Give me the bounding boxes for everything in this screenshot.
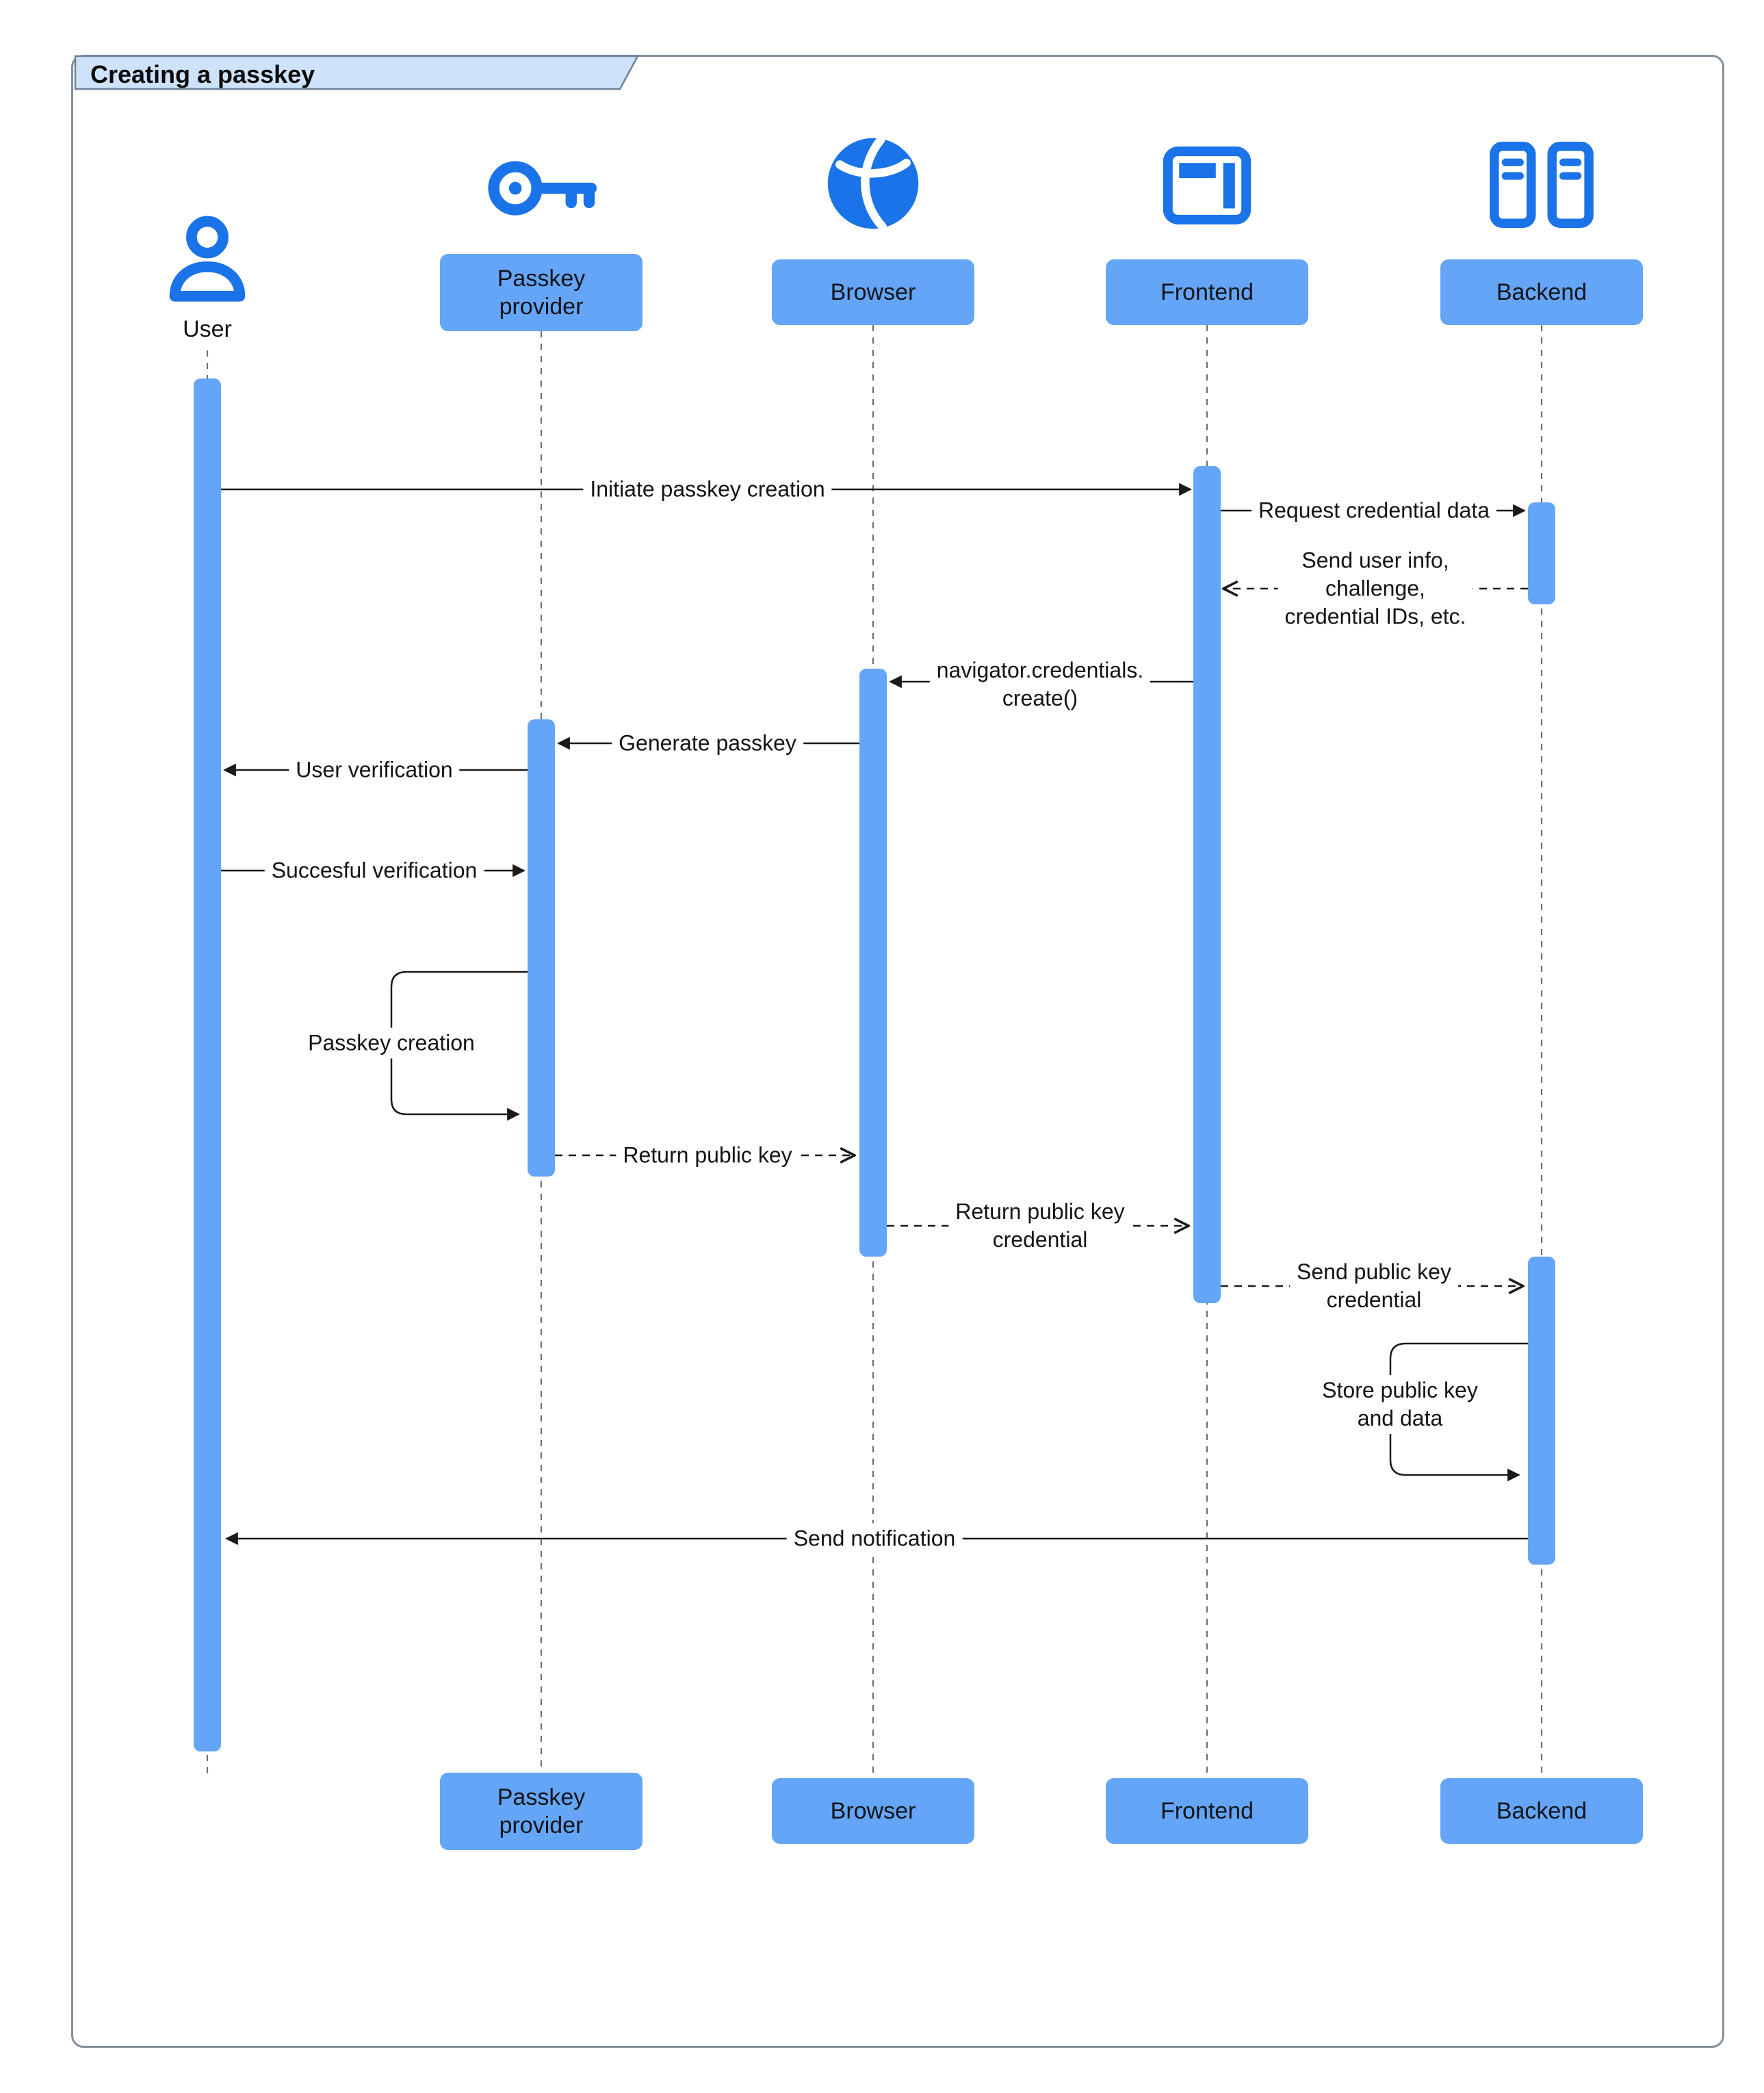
message-label-request-credential-data: Request credential data	[1251, 495, 1496, 526]
activation-bar-user	[194, 378, 221, 1751]
key-icon	[476, 140, 606, 236]
message-label-generate-passkey: Generate passkey	[612, 728, 803, 759]
activation-bar-passkey-provider	[528, 719, 555, 1177]
message-label-navigator-credentials-create: navigator.credentials. create()	[929, 655, 1151, 714]
message-label-succesful-verification: Succesful verification	[264, 855, 484, 886]
message-label-initiate-passkey-creation: Initiate passkey creation	[583, 474, 832, 505]
activation-bar-backend-1	[1528, 502, 1555, 604]
actor-label-user: User	[183, 316, 232, 342]
participant-box-passkey-provider-top: Passkey provider	[440, 254, 643, 331]
message-label-store-public-key-and-data: Store public key and data	[1315, 1375, 1485, 1434]
activation-bar-browser	[859, 669, 887, 1257]
participant-box-browser-top: Browser	[772, 259, 974, 325]
activation-bar-backend-2	[1528, 1257, 1555, 1565]
participant-box-backend-top: Backend	[1440, 259, 1643, 325]
activation-bar-frontend	[1193, 466, 1221, 1303]
message-label-return-public-key-credential: Return public key credential	[948, 1196, 1132, 1255]
diagram-title: Creating a passkey	[90, 60, 315, 88]
participant-box-browser-bottom: Browser	[772, 1778, 974, 1844]
message-label-send-notification: Send notification	[786, 1523, 963, 1554]
frame-title-tab	[74, 55, 640, 90]
user-icon	[156, 207, 259, 311]
message-label-send-user-info: Send user info, challenge, credential ID…	[1277, 545, 1473, 632]
globe-icon	[822, 132, 924, 235]
window-icon	[1157, 136, 1257, 235]
participant-box-frontend-bottom: Frontend	[1106, 1778, 1308, 1844]
message-label-return-public-key: Return public key	[616, 1140, 799, 1171]
participant-box-frontend-top: Frontend	[1106, 259, 1308, 325]
participant-box-passkey-provider-bottom: Passkey provider	[440, 1773, 643, 1850]
message-label-passkey-creation: Passkey creation	[301, 1027, 482, 1059]
message-label-user-verification: User verification	[289, 754, 460, 786]
participant-box-backend-bottom: Backend	[1440, 1778, 1643, 1844]
message-label-send-public-key-credential: Send public key credential	[1290, 1257, 1458, 1315]
server-icon	[1486, 134, 1598, 235]
